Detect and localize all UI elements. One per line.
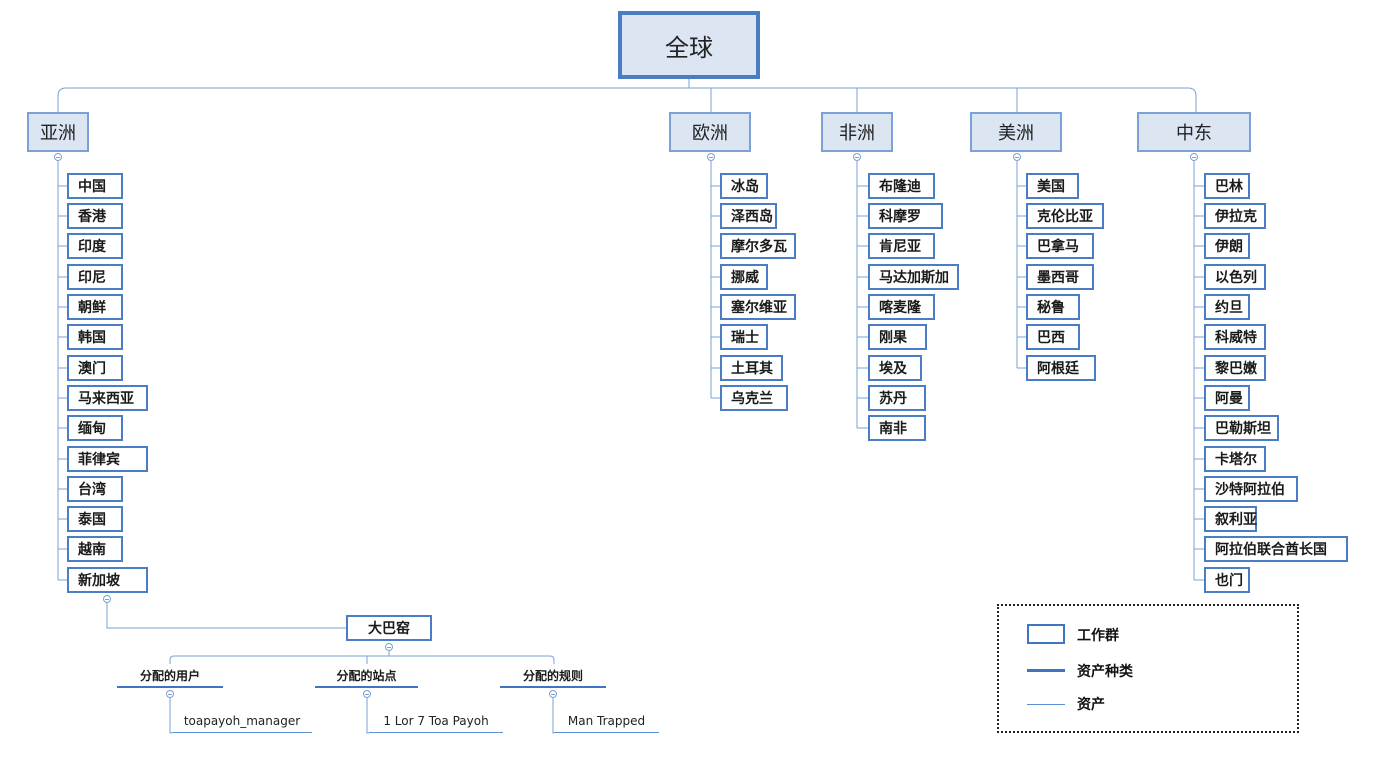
country-node-south-africa[interactable]: 南非	[868, 415, 926, 441]
country-node-malaysia[interactable]: 马来西亚	[67, 385, 148, 411]
country-node-jersey[interactable]: 泽西岛	[720, 203, 777, 229]
country-node-norway[interactable]: 挪威	[720, 264, 768, 290]
country-node-switzerland[interactable]: 瑞士	[720, 324, 768, 350]
legend-asset-type-label: 资产种类	[1077, 664, 1133, 680]
country-node-usa[interactable]: 美国	[1026, 173, 1079, 199]
legend-box: 工作群 资产种类 资产	[997, 604, 1299, 733]
category-assigned-rules[interactable]: 分配的规则	[500, 664, 606, 688]
country-node-peru[interactable]: 秘鲁	[1026, 294, 1080, 320]
country-node-turkey[interactable]: 土耳其	[720, 355, 783, 381]
region-node-americas[interactable]: 美洲	[970, 112, 1062, 152]
connector-category-bus	[169, 655, 555, 664]
collapse-toggle-europe[interactable]	[707, 153, 715, 161]
collapse-toggle-users[interactable]	[166, 690, 174, 698]
country-node-lebanon[interactable]: 黎巴嫩	[1204, 355, 1266, 381]
country-node-cameroon[interactable]: 喀麦隆	[868, 294, 935, 320]
root-node-global[interactable]: 全球	[618, 11, 760, 79]
collapse-toggle-sites[interactable]	[363, 690, 371, 698]
country-node-congo[interactable]: 刚果	[868, 324, 927, 350]
legend-workgroup-label: 工作群	[1077, 628, 1119, 644]
region-node-middle-east[interactable]: 中东	[1137, 112, 1251, 152]
country-node-madagascar[interactable]: 马达加斯加	[868, 264, 959, 290]
country-node-jordan[interactable]: 约旦	[1204, 294, 1250, 320]
workgroup-node-toa-payoh[interactable]: 大巴窑	[346, 615, 432, 641]
country-node-argentina[interactable]: 阿根廷	[1026, 355, 1096, 381]
country-node-brazil[interactable]: 巴西	[1026, 324, 1080, 350]
country-node-south-korea[interactable]: 韩国	[67, 324, 123, 350]
asset-man-trapped[interactable]: Man Trapped	[554, 709, 659, 733]
country-node-ukraine[interactable]: 乌克兰	[720, 385, 788, 411]
country-node-iraq[interactable]: 伊拉克	[1204, 203, 1266, 229]
legend-asset-type-swatch	[1027, 669, 1065, 672]
country-node-philippines[interactable]: 菲律宾	[67, 446, 148, 472]
country-node-egypt[interactable]: 埃及	[868, 355, 922, 381]
legend-workgroup-swatch	[1027, 624, 1065, 644]
collapse-toggle-middle-east[interactable]	[1190, 153, 1198, 161]
collapse-toggle-americas[interactable]	[1013, 153, 1021, 161]
collapse-toggle-singapore[interactable]	[103, 595, 111, 603]
collapse-toggle-workgroup[interactable]	[385, 643, 393, 651]
country-node-moldova[interactable]: 摩尔多瓦	[720, 233, 796, 259]
country-node-colombia[interactable]: 克伦比亚	[1026, 203, 1104, 229]
country-node-burundi[interactable]: 布隆迪	[868, 173, 935, 199]
collapse-toggle-asia[interactable]	[54, 153, 62, 161]
country-node-north-korea[interactable]: 朝鲜	[67, 294, 123, 320]
country-node-yemen[interactable]: 也门	[1204, 567, 1250, 593]
country-node-oman[interactable]: 阿曼	[1204, 385, 1250, 411]
country-node-india[interactable]: 印度	[67, 233, 123, 259]
country-node-panama[interactable]: 巴拿马	[1026, 233, 1094, 259]
legend-asset-label: 资产	[1077, 697, 1105, 713]
country-node-iran[interactable]: 伊朗	[1204, 233, 1250, 259]
country-node-israel[interactable]: 以色列	[1204, 264, 1266, 290]
country-node-kuwait[interactable]: 科威特	[1204, 324, 1266, 350]
country-node-hong-kong[interactable]: 香港	[67, 203, 123, 229]
region-node-asia[interactable]: 亚洲	[27, 112, 89, 152]
connector-workgroup	[106, 603, 346, 629]
country-node-iceland[interactable]: 冰岛	[720, 173, 768, 199]
country-node-kenya[interactable]: 肯尼亚	[868, 233, 935, 259]
region-node-europe[interactable]: 欧洲	[669, 112, 751, 152]
asset-toapayoh-manager[interactable]: toapayoh_manager	[172, 709, 312, 733]
country-node-sudan[interactable]: 苏丹	[868, 385, 926, 411]
country-node-saudi-arabia[interactable]: 沙特阿拉伯	[1204, 476, 1298, 502]
country-node-mexico[interactable]: 墨西哥	[1026, 264, 1094, 290]
category-assigned-users[interactable]: 分配的用户	[117, 664, 223, 688]
category-assigned-sites[interactable]: 分配的站点	[315, 664, 418, 688]
country-node-singapore[interactable]: 新加坡	[67, 567, 148, 593]
country-node-serbia[interactable]: 塞尔维亚	[720, 294, 796, 320]
country-node-uae[interactable]: 阿拉伯联合酋长国	[1204, 536, 1348, 562]
country-node-syria[interactable]: 叙利亚	[1204, 506, 1257, 532]
country-node-myanmar[interactable]: 缅甸	[67, 415, 123, 441]
country-node-taiwan[interactable]: 台湾	[67, 476, 123, 502]
collapse-toggle-rules[interactable]	[549, 690, 557, 698]
country-node-qatar[interactable]: 卡塔尔	[1204, 446, 1266, 472]
connector-region-bus	[57, 87, 1197, 112]
legend-asset-swatch	[1027, 704, 1065, 705]
region-node-africa[interactable]: 非洲	[821, 112, 893, 152]
country-node-macau[interactable]: 澳门	[67, 355, 123, 381]
country-node-bahrain[interactable]: 巴林	[1204, 173, 1250, 199]
collapse-toggle-africa[interactable]	[853, 153, 861, 161]
country-node-comoros[interactable]: 科摩罗	[868, 203, 943, 229]
country-node-palestine[interactable]: 巴勒斯坦	[1204, 415, 1279, 441]
country-node-indonesia[interactable]: 印尼	[67, 264, 123, 290]
country-node-vietnam[interactable]: 越南	[67, 536, 123, 562]
asset-1-lor-7-toa-payoh[interactable]: 1 Lor 7 Toa Payoh	[369, 709, 503, 733]
country-node-thailand[interactable]: 泰国	[67, 506, 123, 532]
country-node-china[interactable]: 中国	[67, 173, 123, 199]
